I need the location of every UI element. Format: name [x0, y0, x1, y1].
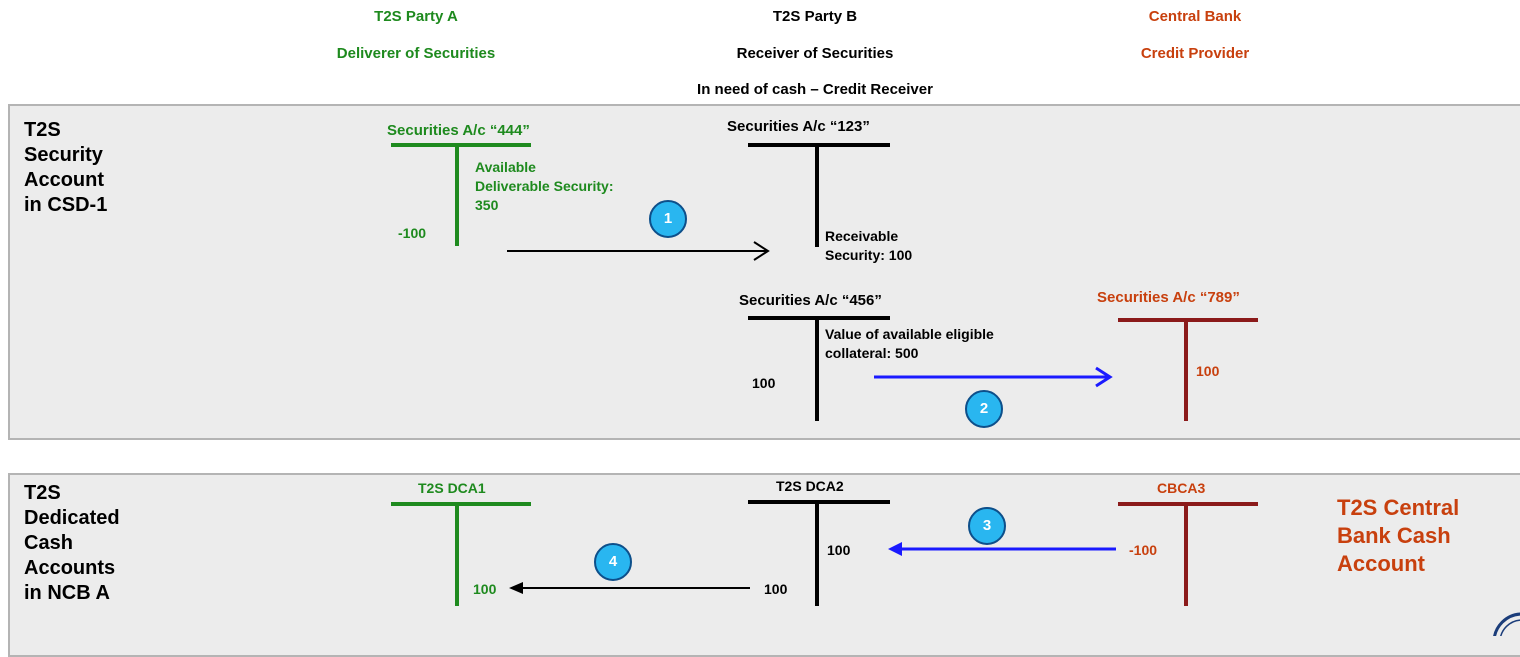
cbca3-t-stem	[1184, 502, 1188, 606]
account-789-t-stem	[1184, 318, 1188, 421]
security-account-panel: T2S Security Account in CSD-1	[8, 104, 1520, 440]
dca2-debit: 100	[764, 581, 788, 597]
dca1-t-bar	[391, 502, 531, 506]
arrow-1	[507, 241, 770, 261]
dca2-t-stem	[815, 500, 819, 606]
note-line: Receivable	[825, 228, 899, 244]
party-b-name: T2S Party B	[772, 8, 858, 25]
party-a-name: T2S Party A	[374, 8, 458, 25]
cash-panel-title-line: in NCB A	[24, 582, 110, 604]
dca2-t-bar	[748, 500, 890, 504]
arrow-4	[509, 582, 750, 594]
dca1-title: T2S DCA1	[418, 480, 486, 496]
dca1-credit: 100	[473, 581, 497, 597]
account-456-note: Value of available eligible collateral: …	[825, 325, 994, 363]
account-444-debit: -100	[398, 225, 427, 241]
side-label-line: T2S Central	[1337, 495, 1460, 520]
cash-panel-title-line: Dedicated	[24, 507, 120, 529]
step-badge-1: 1	[649, 200, 687, 238]
arrow-2	[874, 366, 1113, 388]
cash-panel-title: T2S Dedicated Cash Accounts in NCB A	[24, 481, 120, 606]
cash-panel-title-line: Accounts	[24, 557, 116, 579]
account-444-t-bar	[391, 143, 531, 147]
side-label-line: Account	[1337, 551, 1425, 576]
central-bank-name: Central Bank	[1148, 8, 1242, 25]
account-789-title: Securities A/c “789”	[1097, 289, 1240, 306]
note-line: collateral: 500	[825, 345, 919, 361]
dca1-t-stem	[455, 502, 459, 606]
cbca3-t-bar	[1118, 502, 1258, 506]
note-line: Security: 100	[825, 247, 913, 263]
account-456-t-stem	[815, 316, 819, 421]
security-panel-title-line: Security	[24, 144, 103, 166]
account-789-t-bar	[1118, 318, 1258, 322]
security-panel-title-line: in CSD-1	[24, 194, 108, 216]
account-123-t-stem	[815, 143, 819, 247]
transfer-arrows	[507, 241, 1116, 594]
central-bank-role: Credit Provider	[1140, 45, 1250, 62]
account-123-t-bar	[748, 143, 890, 147]
logo-seal-icon	[1493, 612, 1520, 636]
cash-panel-title-line: T2S	[24, 482, 61, 504]
account-444-t-stem	[455, 143, 459, 246]
party-b-role: Receiver of Securities	[736, 45, 894, 62]
dca2-title: T2S DCA2	[776, 478, 844, 494]
note-line: Deliverable Security:	[475, 178, 614, 194]
cash-panel-title-line: Cash	[24, 532, 73, 554]
step-badge-4: 4	[594, 543, 632, 581]
account-456-debit: 100	[752, 375, 776, 391]
account-456-t-bar	[748, 316, 890, 320]
step-badge-3: 3	[968, 507, 1006, 545]
security-panel-title: T2S Security Account in CSD-1	[24, 118, 107, 218]
party-b-note: In need of cash – Credit Receiver	[697, 81, 933, 98]
account-789-credit: 100	[1196, 363, 1220, 379]
step-badge-2: 2	[965, 390, 1003, 428]
account-123-note: Receivable Security: 100	[825, 227, 912, 265]
note-line: 350	[475, 197, 499, 213]
cbca3-title: CBCA3	[1157, 480, 1206, 496]
note-line: Available	[475, 159, 536, 175]
account-456-title: Securities A/c “456”	[739, 292, 882, 309]
dca2-credit: 100	[827, 542, 851, 558]
side-label-line: Bank Cash	[1337, 523, 1451, 548]
security-panel-title-line: Account	[24, 169, 104, 191]
central-bank-cash-account-label: T2S Central Bank Cash Account	[1337, 494, 1459, 578]
note-line: Value of available eligible	[825, 326, 994, 342]
account-444-title: Securities A/c “444”	[387, 122, 530, 139]
account-123-title: Securities A/c “123”	[727, 118, 870, 135]
arrow-3	[888, 542, 1116, 556]
security-panel-title-line: T2S	[24, 119, 61, 141]
cbca3-debit: -100	[1129, 542, 1158, 558]
account-444-note: Available Deliverable Security: 350	[475, 158, 614, 215]
party-a-role: Deliverer of Securities	[336, 45, 496, 62]
